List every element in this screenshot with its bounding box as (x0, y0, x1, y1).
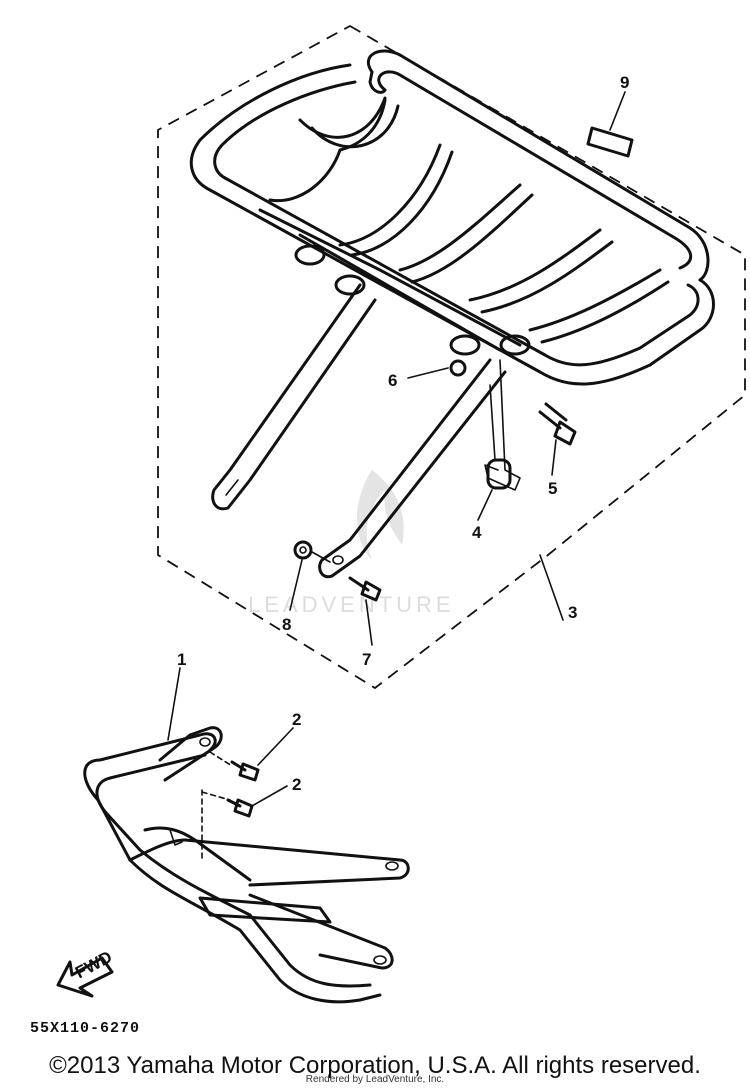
leader-lines (167, 91, 626, 807)
bolt-2b (226, 798, 254, 818)
callout-9: 9 (620, 73, 629, 92)
watermark-text: LEADVENTURE (248, 592, 455, 617)
washer-8 (293, 540, 331, 563)
copyright-text: ©2013 Yamaha Motor Corporation, U.S.A. A… (49, 1052, 701, 1079)
watermark: LEADVENTURE (248, 470, 455, 617)
diagram-code: 55X110-6270 (30, 1020, 140, 1037)
fwd-label: FWD (72, 947, 115, 982)
bolt-7 (348, 576, 382, 602)
bolt-2a (230, 760, 260, 782)
bolt-5 (538, 402, 577, 446)
callout-8: 8 (282, 615, 291, 634)
nut-6 (449, 359, 467, 377)
callout-5: 5 (548, 479, 557, 498)
collar (486, 458, 512, 490)
rear-carrier (189, 49, 715, 579)
callout-4: 4 (472, 523, 482, 542)
front-guard (83, 726, 410, 1004)
label-plate (586, 126, 634, 158)
callout-3: 3 (568, 603, 577, 622)
rendered-by-text: Rendered by LeadVenture, Inc. (305, 1074, 445, 1085)
callout-2a: 2 (292, 710, 301, 729)
callout-1: 1 (177, 650, 186, 669)
callout-2b: 2 (292, 775, 301, 794)
callout-7: 7 (362, 650, 371, 669)
forward-arrow-icon: FWD (56, 947, 115, 998)
callout-6: 6 (388, 371, 397, 390)
